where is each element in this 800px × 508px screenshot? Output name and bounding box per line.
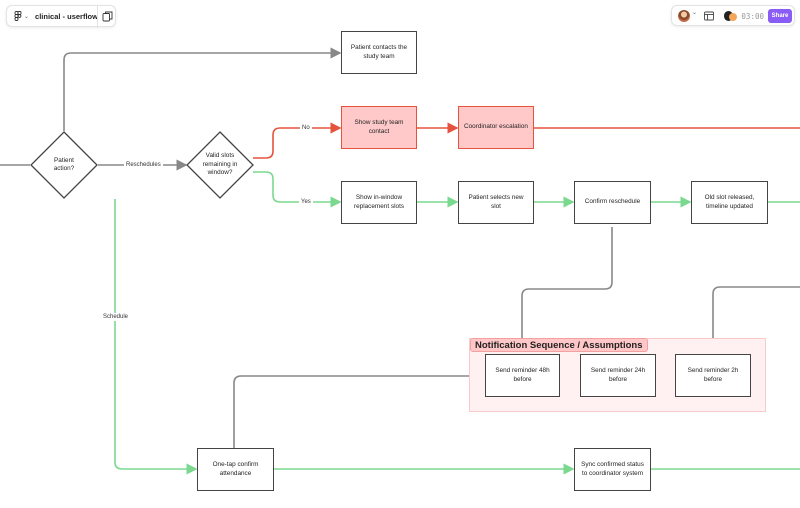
main-menu-button[interactable]: ⌄ bbox=[7, 11, 29, 21]
edge-label-no: No bbox=[300, 124, 312, 132]
node-patient-contacts[interactable]: Patient contacts the study team bbox=[341, 31, 417, 74]
layers-panel-icon[interactable] bbox=[102, 11, 113, 22]
decision-label: Valid slots remaining in window? bbox=[202, 152, 238, 177]
toolbar-divider bbox=[97, 6, 98, 28]
node-show-contact[interactable]: Show study team contact bbox=[341, 106, 417, 149]
timer-badge-icon bbox=[729, 13, 737, 21]
decision-patient-action[interactable]: Patient action? bbox=[30, 131, 98, 199]
file-title[interactable]: clinical - userflow bbox=[35, 11, 98, 21]
figma-logo-icon bbox=[14, 11, 22, 21]
node-reminder-2h[interactable]: Send reminder 2h before bbox=[675, 354, 751, 397]
edge-label-yes: Yes bbox=[299, 198, 313, 206]
node-reminder-48h[interactable]: Send reminder 48h before bbox=[485, 354, 560, 397]
edge-confirm-to-section bbox=[521, 227, 613, 338]
timer-avatar-icon bbox=[724, 11, 734, 21]
section-title[interactable]: Notification Sequence / Assumptions bbox=[470, 338, 648, 352]
timer[interactable]: 03:00 bbox=[722, 9, 764, 23]
edge-no bbox=[253, 122, 342, 159]
node-show-replacement[interactable]: Show in-window replacement slots bbox=[341, 181, 417, 224]
decision-label: Patient action? bbox=[53, 156, 75, 173]
edge-2-up bbox=[712, 286, 800, 353]
file-toolbar: ⌄ clinical - userflow bbox=[6, 5, 116, 28]
share-button[interactable]: Share bbox=[768, 9, 792, 23]
node-patient-selects[interactable]: Patient selects new slot bbox=[458, 181, 534, 224]
decision-valid-slots[interactable]: Valid slots remaining in window? bbox=[186, 131, 254, 199]
panel-layout-icon[interactable] bbox=[704, 11, 714, 21]
edge-label-reschedules: Reschedules bbox=[124, 161, 163, 169]
node-confirm-reschedule[interactable]: Confirm reschedule bbox=[574, 181, 651, 224]
timer-text: 03:00 bbox=[741, 11, 764, 21]
edge-onetap-to-48 bbox=[233, 370, 486, 448]
edge-label-schedule: Schedule bbox=[101, 313, 131, 321]
edge-yes bbox=[253, 171, 342, 208]
edge-schedule bbox=[114, 199, 198, 475]
edge-to-contacts bbox=[63, 47, 342, 131]
collab-toolbar: ⌄ 03:00 Share bbox=[671, 5, 795, 26]
avatar[interactable] bbox=[678, 10, 690, 22]
chevron-down-icon: ⌄ bbox=[24, 13, 30, 20]
node-one-tap-confirm[interactable]: One-tap confirm attendance bbox=[197, 448, 274, 491]
node-sync-status[interactable]: Sync confirmed status to coordinator sys… bbox=[574, 448, 651, 491]
node-old-slot-released[interactable]: Old slot released, timeline updated bbox=[691, 181, 768, 224]
node-reminder-24h[interactable]: Send reminder 24h before bbox=[580, 354, 656, 397]
chevron-down-icon[interactable]: ⌄ bbox=[692, 10, 698, 16]
node-coordinator-escalation[interactable]: Coordinator escalation bbox=[458, 106, 534, 149]
